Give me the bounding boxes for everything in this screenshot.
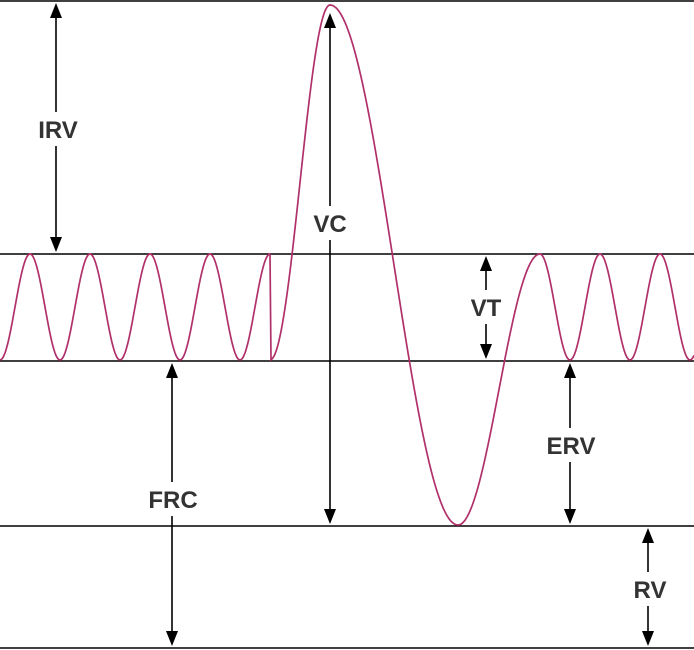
vt-label: VT xyxy=(471,295,502,322)
frc-label: FRC xyxy=(148,487,197,514)
erv-label: ERV xyxy=(547,433,596,460)
vc-arrow xyxy=(324,13,336,524)
irv-label: IRV xyxy=(38,117,78,144)
rv-label: RV xyxy=(634,577,667,604)
vc-label: VC xyxy=(313,211,346,238)
volume-curve xyxy=(0,4,694,526)
